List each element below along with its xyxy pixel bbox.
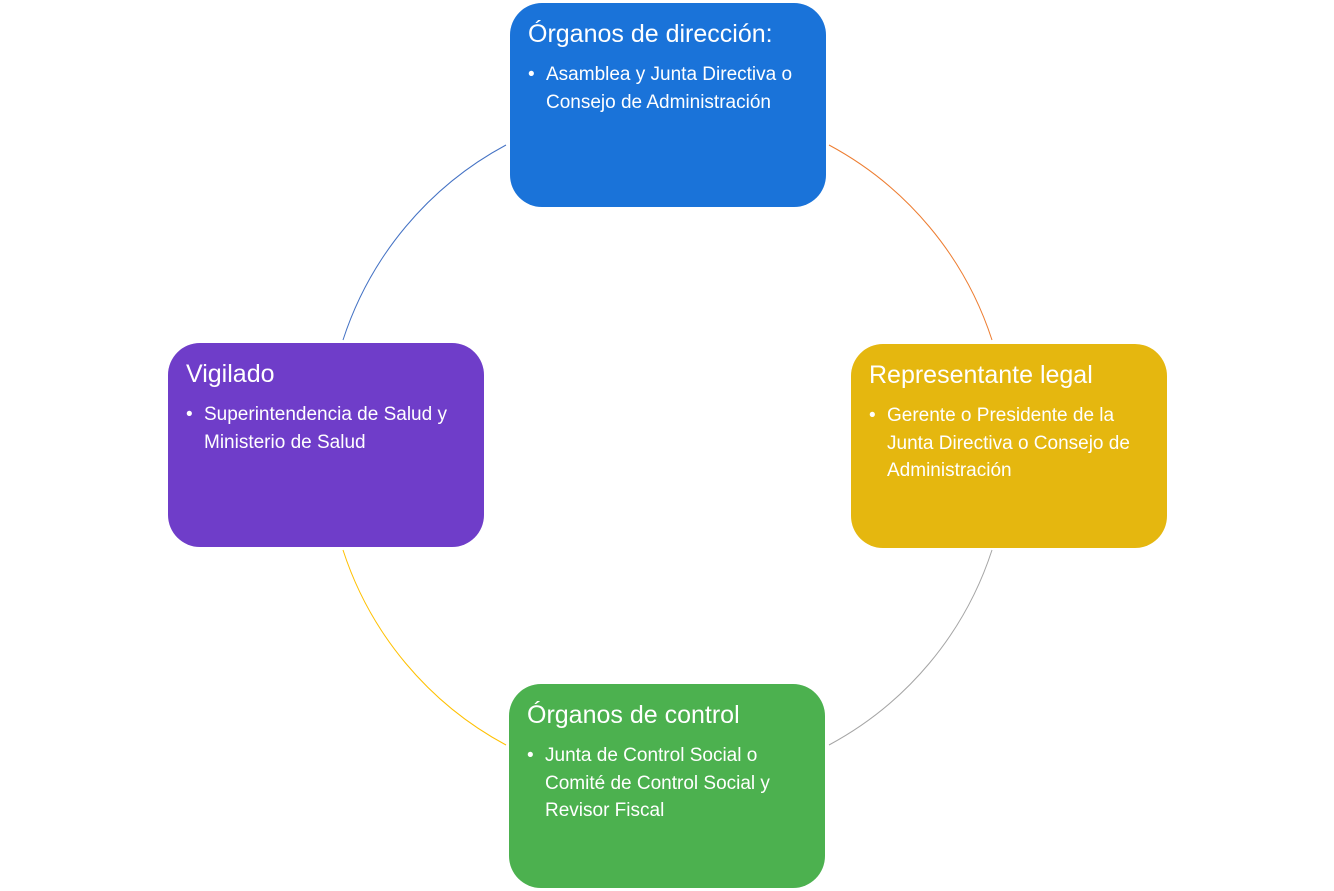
node-bullet: Gerente o Presidente de la Junta Directi… xyxy=(869,402,1149,485)
arc-top-left xyxy=(342,144,507,341)
arc-top-right xyxy=(828,144,993,341)
node-representante-legal: Representante legal Gerente o Presidente… xyxy=(851,344,1167,548)
node-title: Representante legal xyxy=(869,361,1093,389)
node-title: Vigilado xyxy=(186,360,275,388)
node-organos-direccion: Órganos de dirección: Asamblea y Junta D… xyxy=(510,3,826,207)
arc-bottom-left xyxy=(342,549,507,746)
node-title: Órganos de dirección: xyxy=(528,20,773,48)
node-title: Órganos de control xyxy=(527,701,740,729)
node-vigilado: Vigilado Superintendencia de Salud y Min… xyxy=(168,343,484,547)
node-organos-control: Órganos de control Junta de Control Soci… xyxy=(509,684,825,888)
node-bullet: Superintendencia de Salud y Ministerio d… xyxy=(186,401,466,456)
node-bullet: Asamblea y Junta Directiva o Consejo de … xyxy=(528,61,808,116)
arc-bottom-right xyxy=(828,549,993,746)
node-bullet: Junta de Control Social o Comité de Cont… xyxy=(527,742,807,825)
